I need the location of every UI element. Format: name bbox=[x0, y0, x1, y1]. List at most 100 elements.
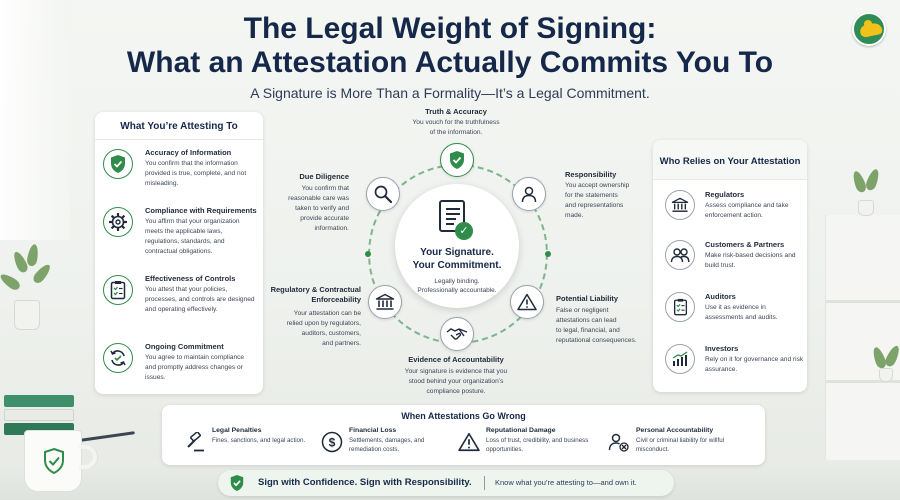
text-line: to legal, financial, and bbox=[556, 327, 620, 334]
liability-text: False or negligent attestations can lead… bbox=[556, 306, 651, 346]
evidence-heading: Evidence of Accountability bbox=[408, 355, 504, 364]
text-line: stood behind your organization’s bbox=[408, 378, 504, 385]
diligence-heading: Due Diligence bbox=[299, 172, 349, 181]
text-line: for the statements bbox=[565, 192, 618, 199]
item-text: Rely on it for governance and risk assur… bbox=[705, 356, 804, 373]
gavel-icon bbox=[182, 429, 208, 455]
shield-check-icon bbox=[440, 143, 474, 177]
item-text: Civil or criminal liability for willful … bbox=[636, 437, 725, 453]
book-decor bbox=[4, 395, 74, 407]
plant-decor bbox=[870, 343, 900, 382]
item-heading: Reputational Damage bbox=[486, 427, 556, 434]
brand-logo bbox=[852, 12, 886, 46]
text-line: made. bbox=[565, 212, 584, 219]
item-heading: Effectiveness of Controls bbox=[145, 274, 236, 283]
item-heading: Compliance with Requirements bbox=[145, 206, 257, 215]
item-text: You confirm that the information provide… bbox=[145, 160, 247, 187]
svg-text:$: $ bbox=[329, 436, 336, 450]
shield-check-icon bbox=[44, 447, 64, 475]
dollar-icon: $ bbox=[319, 429, 345, 455]
person-x-icon bbox=[606, 429, 632, 455]
text-line: provide accurate bbox=[300, 215, 349, 222]
shield-check-icon bbox=[230, 475, 244, 491]
footer-banner: Sign with Confidence. Sign with Responsi… bbox=[218, 470, 674, 496]
item-heading: Regulators bbox=[705, 190, 745, 199]
text-line: Your signature is evidence that you bbox=[404, 368, 508, 375]
gear-icon bbox=[103, 207, 133, 237]
book-decor bbox=[4, 409, 74, 421]
item-heading: Auditors bbox=[705, 292, 736, 301]
responsibility-heading: Responsibility bbox=[565, 170, 617, 179]
text-line: reputational consequences. bbox=[556, 337, 637, 344]
text-line: taken to verify and bbox=[295, 205, 349, 212]
item-text: You agree to maintain compliance and pro… bbox=[145, 354, 245, 381]
who-relies-panel: Who Relies on Your Attestation Regulator… bbox=[653, 140, 807, 392]
item-text: Use it as evidence in assessments and au… bbox=[705, 304, 778, 321]
item-heading: Personal Accountability bbox=[636, 427, 714, 434]
text-line: reasonable care was bbox=[288, 195, 349, 202]
check-badge-icon: ✓ bbox=[455, 222, 473, 240]
text-line: of the information. bbox=[429, 129, 483, 136]
heading-line: Regulatory & Contractual bbox=[270, 285, 361, 294]
text-line: relied upon by regulators, bbox=[286, 320, 361, 327]
text-line: You confirm that bbox=[301, 185, 349, 192]
item-text: You affirm that your organization meets … bbox=[145, 218, 240, 255]
mug-decor bbox=[24, 430, 97, 492]
shelf-divider bbox=[825, 380, 900, 383]
page-title: The Legal Weight of Signing: What an Att… bbox=[0, 12, 900, 80]
text-line: auditors, customers, bbox=[301, 330, 361, 337]
center-tagline: Legally binding. Professionally accounta… bbox=[395, 277, 519, 295]
plant-decor bbox=[846, 167, 886, 216]
title-line-1: The Legal Weight of Signing: bbox=[243, 12, 657, 45]
handshake-icon bbox=[440, 317, 474, 351]
signature-commitment-circle: ✓ Your Signature. Your Commitment. Legal… bbox=[395, 184, 519, 308]
shelf-divider bbox=[825, 300, 900, 303]
institution-icon bbox=[665, 190, 695, 220]
tagline-line: Legally binding. bbox=[434, 278, 480, 285]
text-line: and representations bbox=[565, 202, 624, 209]
background-window bbox=[0, 0, 70, 240]
item-heading: Legal Penalties bbox=[212, 427, 262, 434]
text-line: You vouch for the truthfulness bbox=[412, 119, 500, 126]
text-line: Your attestation can be bbox=[293, 310, 361, 317]
reliance-heading: Regulatory & Contractual Enforceability bbox=[262, 285, 361, 305]
item-text: Loss of trust, credibility, and business… bbox=[486, 437, 589, 453]
text-line: You accept ownership bbox=[565, 182, 630, 189]
reliance-text: Your attestation can be relied upon by r… bbox=[262, 309, 361, 349]
footer-divider bbox=[484, 476, 485, 490]
people-icon bbox=[665, 240, 695, 270]
footer-aside-text: Know what you’re attesting to—and own it… bbox=[495, 478, 637, 487]
text-line: attestations can lead bbox=[556, 317, 617, 324]
item-heading: Accuracy of Information bbox=[145, 148, 232, 157]
diligence-text: You confirm that reasonable care was tak… bbox=[268, 184, 349, 234]
heading-line: Enforceability bbox=[311, 295, 361, 304]
item-text: Make risk-based decisions and build trus… bbox=[705, 252, 796, 269]
item-text: Fines, sanctions, and legal action. bbox=[212, 437, 306, 444]
shield-check-icon bbox=[103, 149, 133, 179]
evidence-text: Your signature is evidence that you stoo… bbox=[388, 367, 524, 397]
pen-decor bbox=[80, 431, 135, 442]
text-line: False or negligent bbox=[556, 307, 609, 314]
text-line: information. bbox=[314, 225, 349, 232]
item-heading: Customers & Partners bbox=[705, 240, 785, 249]
attesting-to-panel: What You’re Attesting To Accuracy of Inf… bbox=[95, 112, 263, 394]
item-heading: Financial Loss bbox=[349, 427, 397, 434]
panel-title: When Attestations Go Wrong bbox=[401, 411, 526, 421]
checklist-icon bbox=[103, 275, 133, 305]
liability-heading: Potential Liability bbox=[556, 294, 619, 303]
cycle-check-icon bbox=[103, 343, 133, 373]
chart-icon bbox=[665, 344, 695, 374]
responsibility-text: You accept ownership for the statements … bbox=[565, 181, 645, 221]
center-headline: Your Signature. Your Commitment. bbox=[395, 246, 519, 272]
consequences-panel: When Attestations Go Wrong Legal Penalti… bbox=[162, 405, 765, 465]
text-line: compliance posture. bbox=[426, 388, 486, 395]
magnifier-icon bbox=[366, 177, 400, 211]
footer-main-text: Sign with Confidence. Sign with Responsi… bbox=[258, 477, 472, 488]
institution-icon bbox=[368, 285, 402, 319]
ring-dot bbox=[365, 251, 371, 257]
plant-decor bbox=[0, 230, 53, 330]
title-line-2: What an Attestation Actually Commits You… bbox=[126, 46, 774, 79]
truth-heading: Truth & Accuracy bbox=[425, 107, 487, 116]
headline-line: Your Commitment. bbox=[412, 260, 502, 271]
item-text: Settlements, damages, and remediation co… bbox=[349, 437, 425, 453]
